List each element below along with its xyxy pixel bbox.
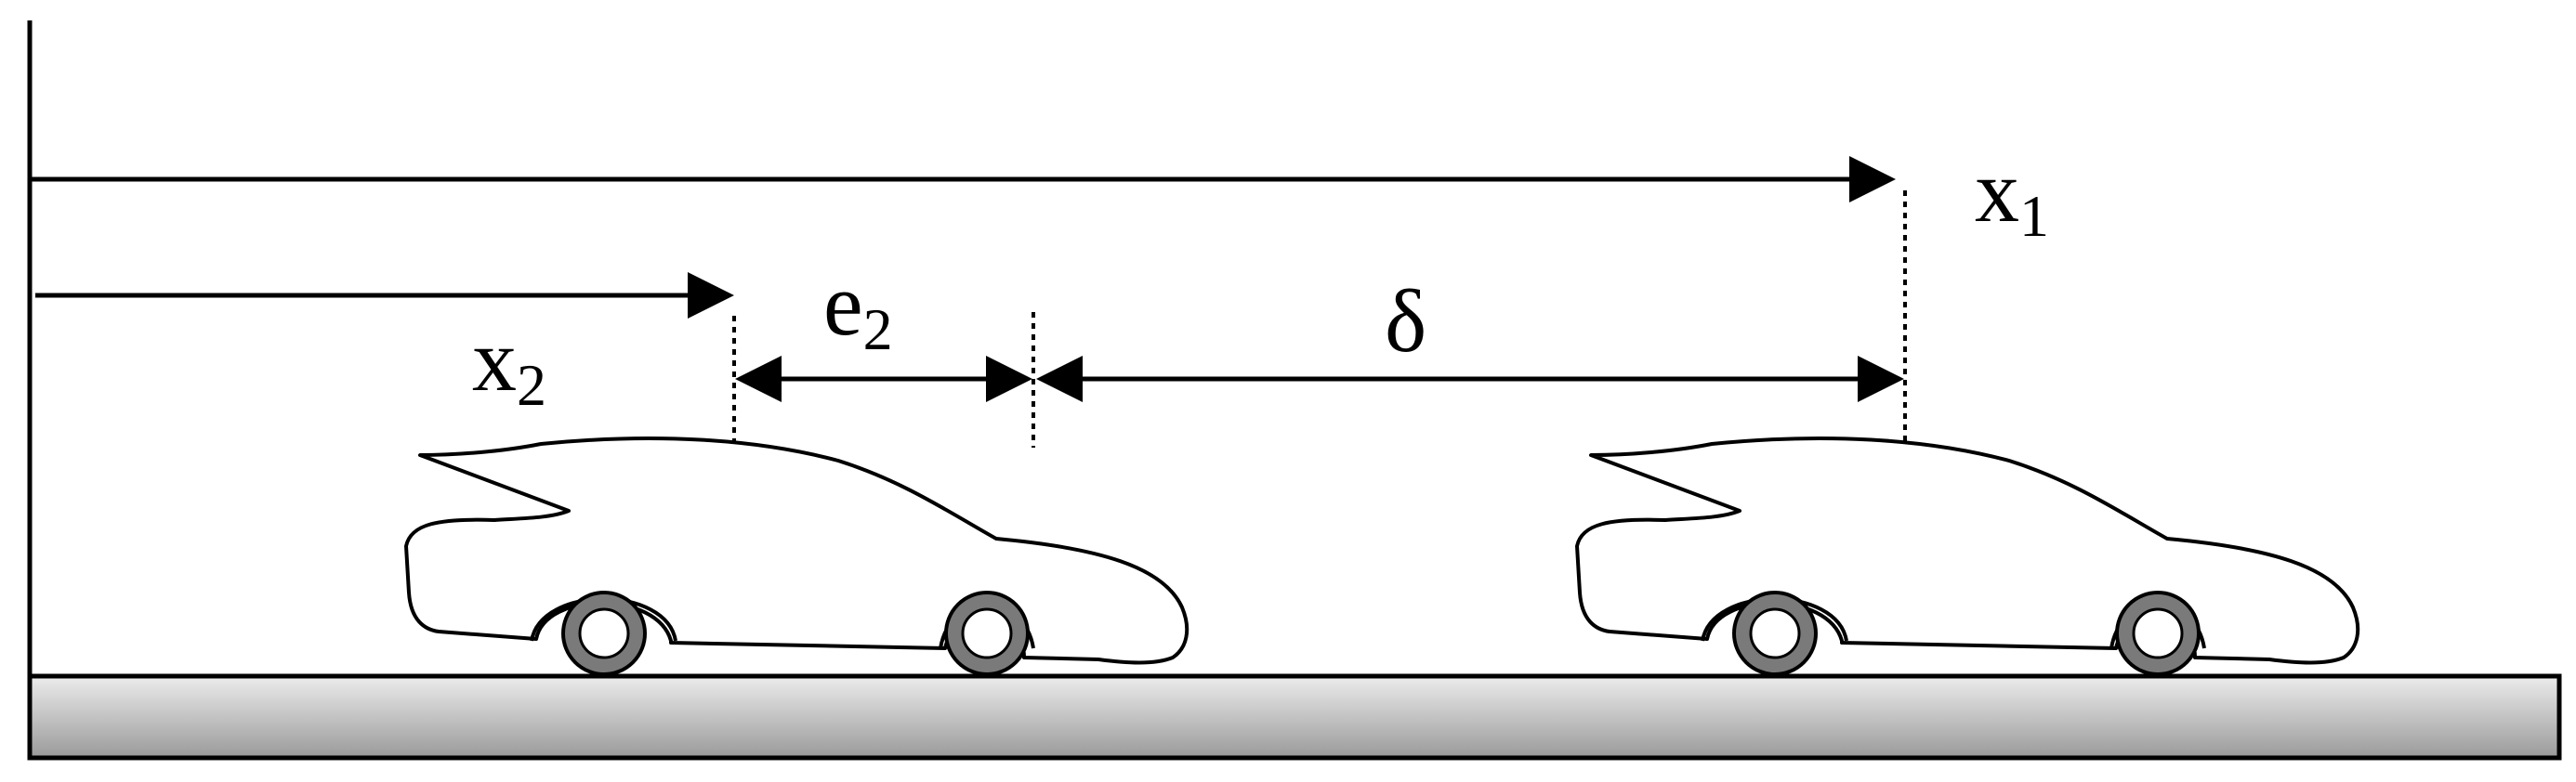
car-icon — [1575, 437, 2360, 676]
car-icon — [404, 437, 1189, 676]
delta-label: δ — [1385, 271, 1426, 371]
road — [27, 673, 2562, 761]
x2-label: x2 — [472, 310, 546, 418]
x1-label: x1 — [1975, 141, 2049, 249]
e2-label: e2 — [823, 254, 893, 362]
